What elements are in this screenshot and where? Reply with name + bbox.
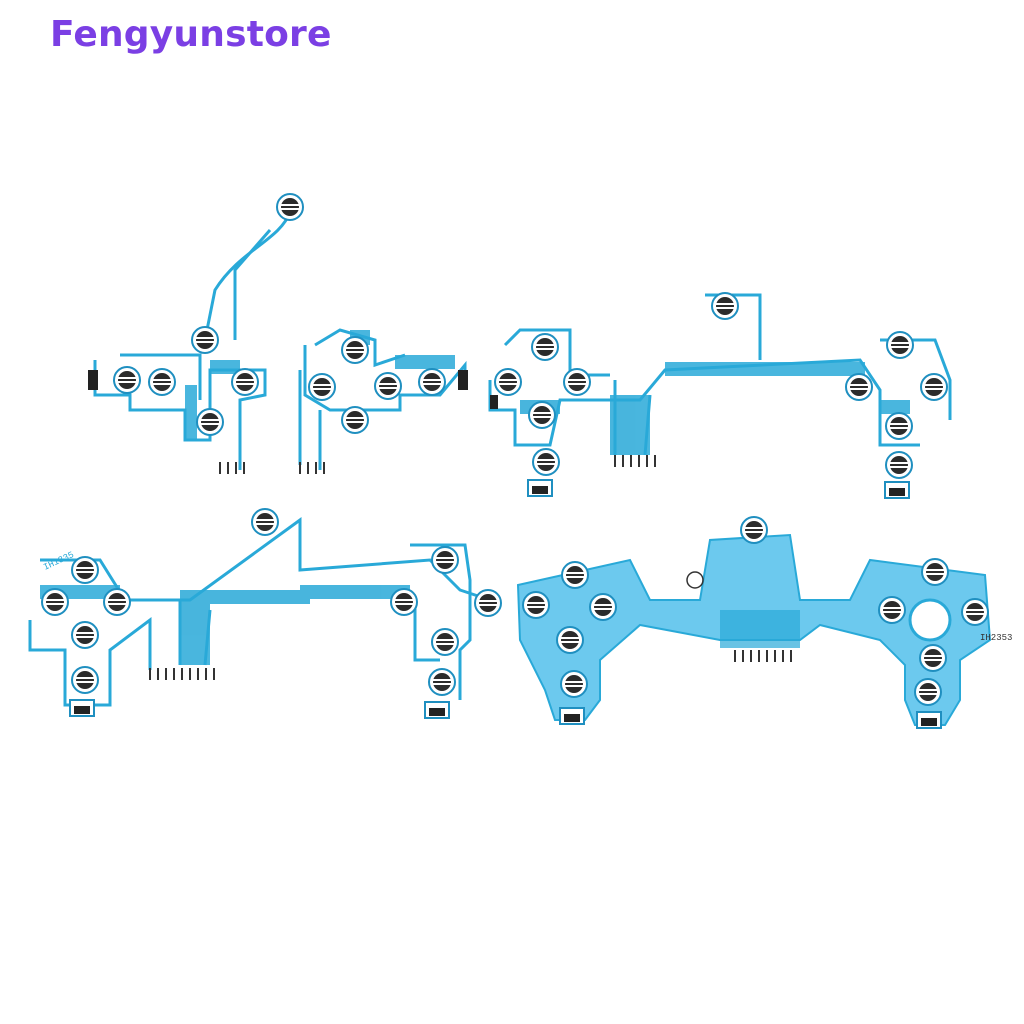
store-watermark: Fengyunstore (50, 14, 332, 55)
printed-code-2: IH2353 (980, 633, 1012, 643)
ribbon-cable-3 (28, 517, 491, 707)
printed-code-1: IH1335 (42, 550, 76, 573)
ribbon-cable-1 (93, 211, 467, 470)
